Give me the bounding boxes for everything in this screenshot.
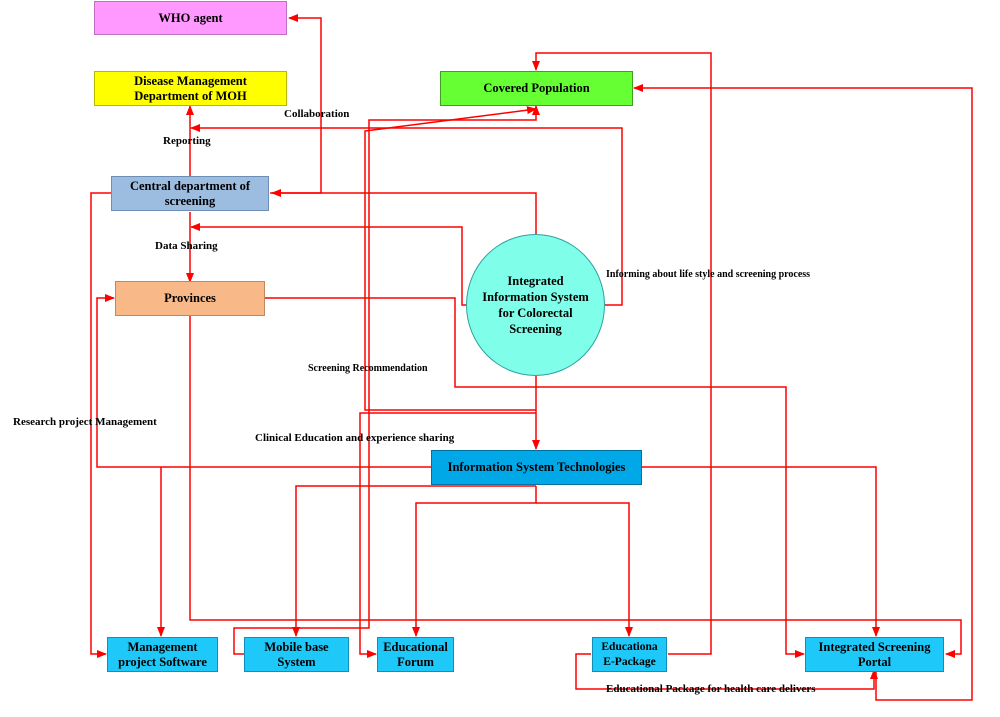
- who-agent-label: WHO agent: [158, 10, 223, 25]
- connector-iis-to-reporting: [190, 124, 623, 306]
- mps-label-line1: Management: [127, 639, 198, 654]
- connector-iis-to-central: [271, 189, 537, 234]
- reporting-label: Reporting: [163, 135, 211, 147]
- integrated-screening-portal-box: Integrated Screening Portal: [805, 637, 944, 672]
- epackage-label-line1: Educationa: [601, 640, 658, 653]
- who-agent-box: WHO agent: [94, 1, 287, 35]
- moh-label-line2: Department of MOH: [134, 88, 247, 103]
- connector-provinces-right: [265, 297, 805, 658]
- informing-label: Informing about life style and screening…: [606, 269, 811, 280]
- connector-clinical-education: [359, 412, 536, 658]
- ist-label: Information System Technologies: [447, 460, 626, 474]
- forum-label-line2: Forum: [397, 654, 434, 669]
- covered-population-label: Covered Population: [483, 81, 590, 95]
- integrated-information-system-circle: Integrated Information System for Colore…: [466, 234, 605, 376]
- data-sharing-label: Data Sharing: [155, 240, 218, 252]
- forum-label-line1: Educational: [383, 639, 448, 654]
- connector-ist-to-forum: [412, 486, 537, 637]
- connector-research-to-provinces: [96, 294, 431, 468]
- mobile-base-system-box: Mobile base System: [244, 637, 349, 672]
- connector-ist-to-portal: [642, 466, 880, 637]
- connector-central-to-mps: [90, 192, 111, 658]
- connector-iis-to-datasharing: [190, 223, 467, 306]
- clinical-education-label: Clinical Education and experience sharin…: [255, 432, 455, 444]
- screening-recommendation-label: Screening Recommendation: [308, 363, 428, 374]
- moh-label-line1: Disease Management: [134, 73, 247, 88]
- iis-label-line1: Integrated: [507, 274, 564, 288]
- provinces-box: Provinces: [115, 281, 265, 316]
- management-project-software-box: Management project Software: [107, 637, 218, 672]
- connector-mobile-to-covered: [233, 105, 540, 655]
- portal-label-line1: Integrated Screening: [818, 639, 931, 654]
- connector-portal-to-covered: [633, 84, 973, 701]
- educational-e-package-box: Educationa E-Package: [592, 637, 667, 672]
- iis-label-line2: Information System: [482, 290, 589, 304]
- epackage-label-line2: E-Package: [603, 655, 656, 668]
- portal-label-line2: Portal: [857, 654, 892, 669]
- connector-provinces-to-portal: [189, 316, 962, 658]
- connector-educational-package: [575, 653, 878, 690]
- central-label-line2: screening: [164, 193, 216, 208]
- central-department-box: Central department of screening: [111, 176, 269, 211]
- connector-ist-to-mobile: [292, 485, 536, 637]
- connector-ist-to-epackage: [536, 502, 633, 637]
- collaboration-label: Collaboration: [284, 108, 350, 120]
- provinces-label: Provinces: [164, 291, 216, 305]
- mobile-label-line1: Mobile base: [264, 639, 329, 654]
- connector-epackage-to-covered: [532, 52, 712, 655]
- iis-label-line3: for Colorectal: [498, 306, 573, 320]
- covered-population-box: Covered Population: [440, 71, 633, 106]
- educational-forum-box: Educational Forum: [377, 637, 454, 672]
- research-project-management-label: Research project Management: [13, 416, 157, 428]
- information-system-technologies-box: Information System Technologies: [431, 450, 642, 485]
- central-label-line1: Central department of: [129, 178, 251, 193]
- moh-box: Disease Management Department of MOH: [94, 71, 287, 106]
- iis-label-line4: Screening: [509, 322, 562, 336]
- mobile-label-line2: System: [277, 654, 316, 669]
- educational-package-label: Educational Package for health care deli…: [606, 683, 816, 695]
- mps-label-line2: project Software: [118, 654, 207, 669]
